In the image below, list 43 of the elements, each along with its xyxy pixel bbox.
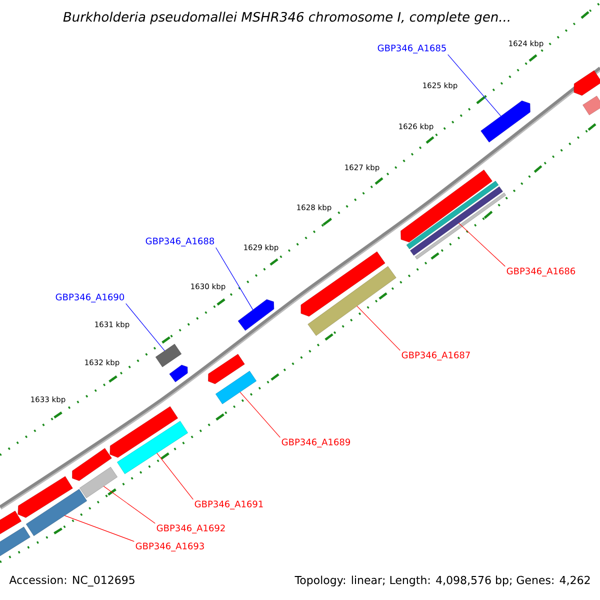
gene-block xyxy=(238,299,274,331)
leader-line xyxy=(448,54,502,116)
gene-block xyxy=(72,448,112,481)
gene-label: GBP346_A1685 xyxy=(378,44,446,54)
leader-line xyxy=(156,452,194,500)
gene-block xyxy=(26,489,87,536)
gene-block xyxy=(480,100,530,142)
leader-line xyxy=(458,222,506,267)
gene-block xyxy=(582,96,600,116)
summary-text: Topology: linear; Length: 4,098,576 bp; Genes: 4,262 xyxy=(294,576,590,586)
leader-line xyxy=(240,392,280,438)
gene-block xyxy=(208,354,245,384)
gene-label: GBP346_A1686 xyxy=(506,268,576,276)
gene-block xyxy=(18,476,73,518)
gene-label: GBP346_A1692 xyxy=(156,524,225,534)
leader-line xyxy=(64,515,134,542)
gene-block xyxy=(216,370,256,404)
gene-block xyxy=(300,252,386,316)
gene-label: GBP346_A1689 xyxy=(282,438,350,448)
gene-label: GBP346_A1687 xyxy=(402,352,470,360)
gene-block xyxy=(0,510,22,534)
gene-block xyxy=(117,420,188,474)
leader-line xyxy=(103,486,156,524)
gene-label: GBP346_A1690 xyxy=(56,294,124,302)
gene-block xyxy=(414,192,506,260)
gene-block xyxy=(110,406,178,458)
leader-line xyxy=(356,306,400,351)
gene-block xyxy=(308,266,396,336)
gene-block xyxy=(169,364,188,382)
gene-block xyxy=(155,344,182,368)
gene-label: GBP346_A1693 xyxy=(136,542,204,552)
gene-block xyxy=(406,180,499,250)
title: Burkholderia pseudomallei MSHR346 chromosome I, complete gen... xyxy=(63,12,510,24)
gene-block xyxy=(410,186,503,256)
gene-label: GBP346_A1688 xyxy=(146,238,214,246)
gene-block xyxy=(80,466,118,498)
gene-label: GBP346_A1691 xyxy=(194,500,263,510)
accession-text: Accession: NC_012695 xyxy=(9,576,134,586)
leader-line xyxy=(126,303,165,352)
gene-block xyxy=(400,170,492,242)
gene-block xyxy=(574,70,600,96)
leader-line xyxy=(216,247,254,310)
gene-block xyxy=(0,526,30,558)
